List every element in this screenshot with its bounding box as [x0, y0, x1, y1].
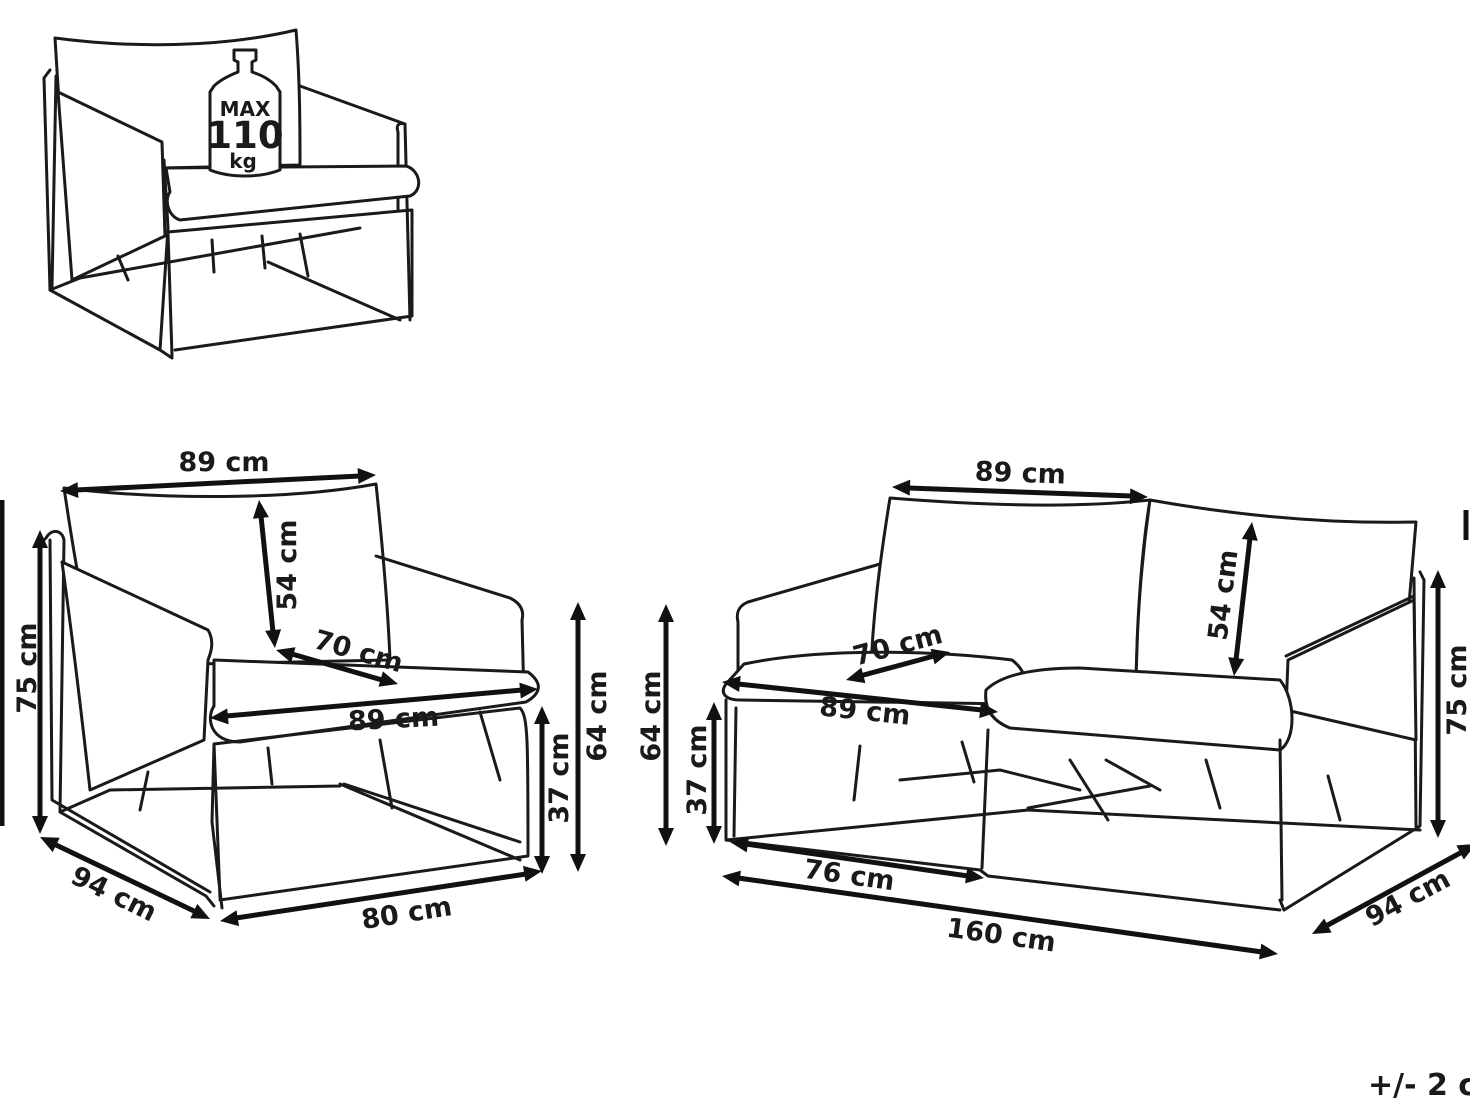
tolerance-note: +/- 2 c [1368, 1068, 1470, 1103]
armchair-seat-depth-arrow [273, 642, 401, 692]
sofa-backrest-height-arrow [1226, 521, 1260, 677]
weight-value-label: 110 [206, 114, 283, 157]
armchair-armrest-height-label: 64 cm [582, 670, 613, 761]
dimension-arrows [0, 467, 1470, 962]
weight-max-label: MAX [220, 97, 271, 121]
armchair-backrest-height-label: 54 cm [272, 519, 303, 610]
sofa-armrest-height-label: 64 cm [636, 670, 667, 761]
sofa-depth-label: 94 cm [1361, 863, 1456, 933]
sofa-seat-height-arrow [706, 702, 722, 844]
sofa-armrest-height-arrow [658, 604, 674, 846]
armchair-weight-illustration: MAX 110 kg [42, 28, 421, 360]
armchair-width-arrow [218, 863, 544, 929]
armchair-total-height-arrow [32, 530, 48, 834]
armchair-total-height-label: 75 cm [12, 622, 43, 713]
armchair-seat-width-label: 89 cm [347, 702, 440, 738]
armchair-backrest-width-label: 89 cm [178, 447, 269, 478]
sofa-seat-height-label: 37 cm [682, 724, 713, 815]
armchair-armrest-height-arrow [570, 602, 586, 872]
sofa-backrest-width-label: 89 cm [974, 456, 1066, 490]
sofa-total-height-arrow [1430, 570, 1446, 838]
armchair-seat-height-arrow [534, 706, 550, 874]
sofa-total-height-label: 75 cm [1442, 644, 1470, 735]
sofa-seat-width-arrow [721, 674, 999, 720]
armchair-seat-width-arrow [209, 681, 539, 726]
armchair-seat-height-label: 37 cm [544, 732, 575, 823]
armchair-backrest-width-arrow [59, 467, 377, 499]
sofa-depth-arrow [1308, 836, 1470, 942]
armchair-dimension-drawing [42, 482, 540, 910]
sofa-seat-depth-arrow [843, 644, 953, 688]
sofa-dimension-drawing [721, 496, 1426, 912]
armchair-depth-arrow [36, 829, 214, 927]
weight-unit-label: kg [229, 149, 257, 173]
armchair-backrest-height-arrow [251, 499, 283, 649]
sofa-backrest-width-arrow [891, 479, 1149, 505]
sofa-module-width-arrow [728, 834, 986, 886]
sofa-total-width-arrow [720, 868, 1280, 962]
